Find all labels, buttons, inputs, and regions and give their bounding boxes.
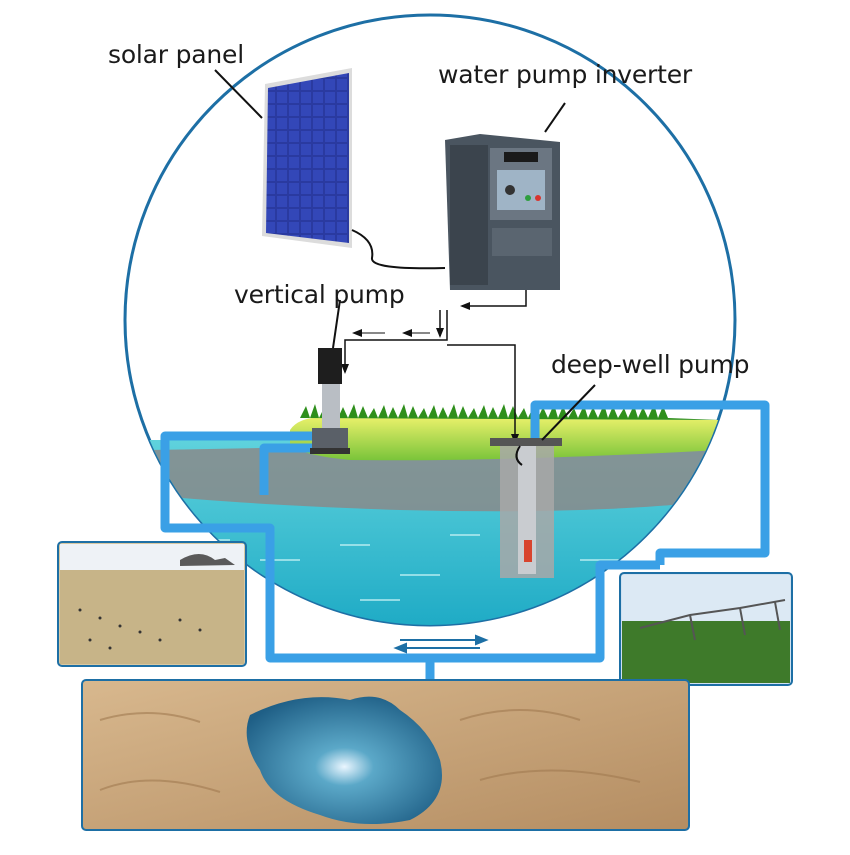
beach-photo (57, 541, 247, 667)
solar-panel-leader (214, 69, 263, 119)
left-supply-pipe (160, 431, 430, 663)
vertical-pump-label: vertical pump (234, 280, 405, 309)
deep-well-pump-label: deep-well pump (551, 350, 750, 379)
deep-well-pump-icon (490, 438, 562, 578)
grass-blades (300, 404, 720, 420)
irrigation-photo (619, 572, 793, 686)
pipe-network (160, 400, 770, 680)
solar-panel-label: solar panel (108, 40, 244, 69)
panel-cable (351, 229, 446, 270)
deep-well-outlet-pipe (530, 400, 770, 565)
vertical-pump-icon (310, 348, 350, 454)
lake (246, 696, 442, 824)
inverter-label: water pump inverter (438, 60, 692, 89)
inverter-leader (544, 102, 566, 133)
deep-well-pump-leader (541, 384, 596, 441)
vertical-pump-intake-pipe (259, 443, 320, 495)
ground-layer (150, 440, 720, 512)
vertical-pump-leader (332, 299, 341, 349)
inverter-icon (445, 134, 560, 290)
flow-arrow-icon (393, 634, 489, 654)
solar-panel-icon (262, 68, 352, 248)
right-supply-pipe (430, 560, 660, 663)
desert-lake-photo (81, 679, 690, 831)
